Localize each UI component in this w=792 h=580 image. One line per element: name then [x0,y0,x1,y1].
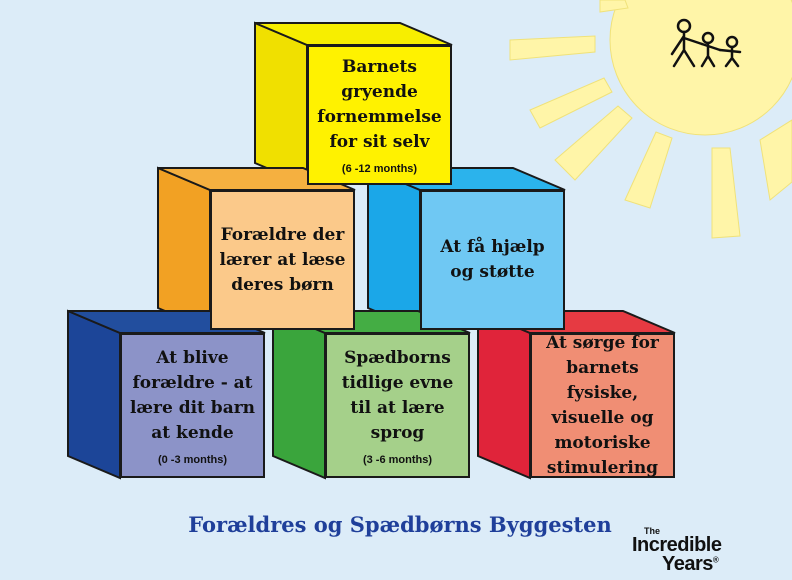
block-mid_right-text: At få hjælp og støtte [440,237,545,282]
block-bot_mid-text: Spædborns tidlige evne til at lære sprog [341,347,454,443]
page-title: Forældres og Spædbørns Byggesten [188,512,612,537]
block-mid_left-text: Forældre der lærer at læse deres børn [219,224,346,295]
block-bot_left-age: (0 -3 months) [157,453,228,466]
block-mid_left: Forældre der lærer at læse deres børn [210,190,355,330]
block-top-side [254,21,308,187]
block-bot_mid-age: (3 -6 months) [362,453,433,466]
logo-the: The [644,526,661,536]
block-top-age: (6 -12 months) [341,163,418,175]
block-bot_left-text: At blive forældre - at lære dit barn at … [129,347,256,443]
block-bot_mid: Spædborns tidlige evne til at lære sprog… [325,333,470,478]
logo-line1: Incredible [632,534,722,556]
block-bot_mid-side [272,309,326,480]
logo-line2: Years® [662,553,719,575]
family-icon [670,18,742,68]
block-mid_right: At få hjælp og støtte [420,190,565,330]
block-bot_right-side [477,309,531,480]
block-mid_right-side [367,166,421,332]
block-top: Barnets gryende fornemmelse for sit selv… [307,45,452,185]
block-bot_right-text: At sørge for barnets fysiske, visuelle o… [546,332,659,478]
block-bot_left: At blive forældre - at lære dit barn at … [120,333,265,478]
block-mid_left-side [157,166,211,332]
block-bot_right: At sørge for barnets fysiske, visuelle o… [530,333,675,478]
incredible-years-logo: The Incredible Years® [628,526,778,575]
block-top-text: Barnets gryende fornemmelse for sit selv [317,57,442,152]
block-bot_left-side [67,309,121,480]
